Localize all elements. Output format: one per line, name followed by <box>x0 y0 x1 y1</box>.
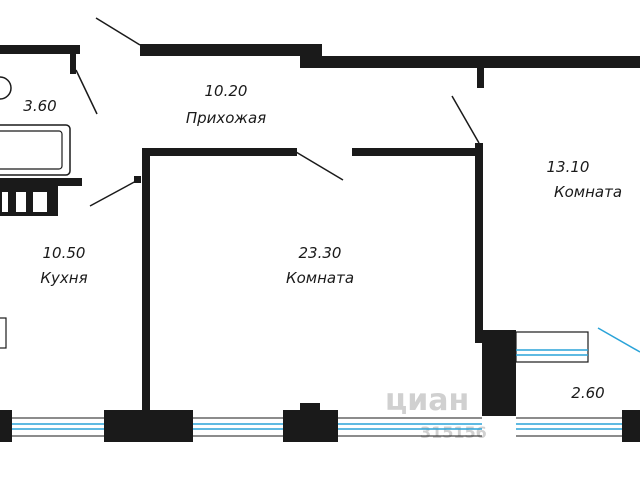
wall-living-top-right <box>352 148 482 156</box>
wall-top-left <box>0 45 80 54</box>
balcony-window-frame <box>515 331 589 363</box>
watermark-id: 315156 <box>420 423 487 442</box>
kitchen-name: Кухня <box>40 269 87 287</box>
wall-top-center <box>140 44 322 56</box>
hallway-area: 10.20 <box>205 82 248 100</box>
toilet-icon <box>0 76 12 100</box>
entrance-door <box>95 17 141 46</box>
balcony-slanted-window <box>597 327 640 353</box>
kitchen-door <box>89 179 139 207</box>
stove-burner-1 <box>16 192 26 212</box>
watermark: циан 315156 <box>385 383 487 442</box>
wall-bathroom-bottom <box>0 178 82 186</box>
wall-bottom-block-2 <box>104 410 193 442</box>
wall-kitchen-living <box>142 148 150 413</box>
window-living-left <box>193 417 283 437</box>
stove-burner-2 <box>33 192 47 212</box>
hallway-name: Прихожая <box>186 109 266 127</box>
bedroom-name: Комната <box>554 183 622 201</box>
kitchen-door-jamb <box>134 176 141 183</box>
wall-bathroom-right <box>70 54 76 74</box>
wall-top-right <box>300 56 640 68</box>
wall-living-top-left <box>142 148 297 156</box>
wall-bottom-block-3 <box>283 410 338 442</box>
window-kitchen <box>12 417 104 437</box>
living-room-name: Комната <box>286 269 354 287</box>
window-balcony-bottom <box>516 417 622 437</box>
wall-bottom-block-3-top <box>300 403 320 411</box>
balcony-area: 2.60 <box>571 384 604 402</box>
wall-bottom-block-4 <box>622 410 640 442</box>
bathroom-door <box>75 69 98 115</box>
kitchen-area: 10.50 <box>43 244 86 262</box>
living-room-area: 23.30 <box>299 244 342 262</box>
wall-bottom-block-1 <box>0 410 12 442</box>
watermark-brand: циан <box>385 383 469 418</box>
wall-top-joint <box>300 48 322 68</box>
kitchen-sink-icon <box>0 317 7 349</box>
bedroom-area: 13.10 <box>547 158 590 176</box>
stove-burner-3 <box>2 192 8 212</box>
window-living-right <box>338 417 482 437</box>
bathtub-icon <box>0 124 71 176</box>
bedroom-door <box>451 95 480 144</box>
living-room-door <box>295 151 344 181</box>
wall-balcony-block <box>482 330 516 416</box>
kitchen-counter <box>0 186 58 216</box>
bathtub-inner-icon <box>0 130 63 170</box>
bathroom-area: 3.60 <box>23 97 56 115</box>
wall-living-bedroom <box>475 143 483 343</box>
wall-stub-bedroom <box>477 60 484 88</box>
